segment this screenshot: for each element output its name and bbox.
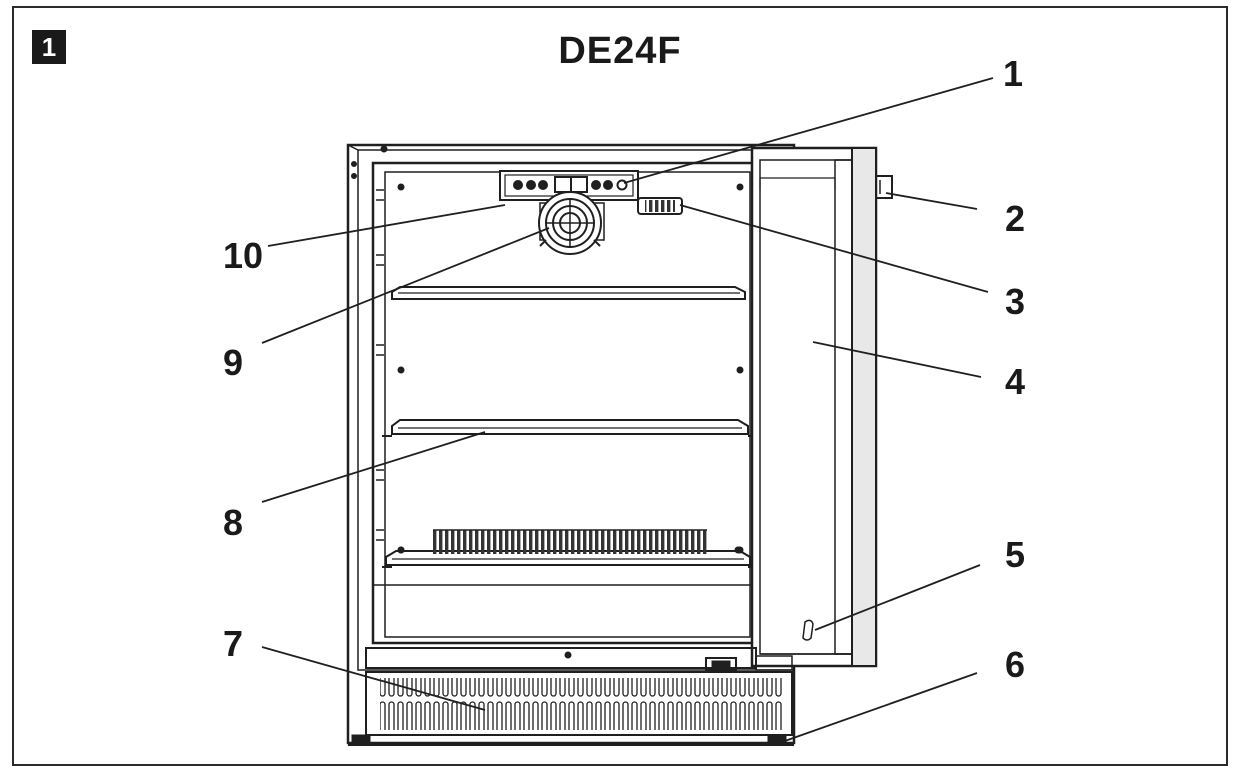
callout-1: 1 [1002, 53, 1024, 94]
leader-3 [679, 204, 989, 293]
leader-2 [885, 192, 978, 210]
callout-10: 10 [222, 235, 264, 276]
leader-10 [267, 204, 506, 247]
leader-8 [261, 431, 486, 503]
callout-6: 6 [1004, 644, 1026, 685]
callout-7: 7 [222, 623, 244, 664]
callout-5: 5 [1004, 534, 1026, 575]
glass-door [750, 146, 893, 668]
wire-shelves [382, 286, 758, 568]
callout-4: 4 [1004, 361, 1026, 402]
callout-9: 9 [222, 342, 244, 383]
model-title: DE24F [558, 30, 682, 72]
leader-6 [781, 672, 978, 743]
leader-7 [261, 646, 486, 711]
fan [538, 191, 605, 255]
callout-3: 3 [1004, 281, 1026, 322]
kick-plate [365, 647, 793, 736]
leader-9 [261, 227, 550, 344]
figure-frame [12, 6, 1228, 766]
figure-number-badge: 1 [32, 30, 66, 64]
leader-1 [623, 77, 994, 184]
interior-light [637, 197, 683, 215]
leader-5 [814, 564, 981, 631]
callout-2: 2 [1004, 198, 1026, 239]
leveling-feet [348, 734, 794, 746]
callout-8: 8 [222, 502, 244, 543]
callout-leader-lines [261, 77, 994, 743]
evaporator-coil [433, 529, 707, 554]
leader-4 [812, 341, 982, 378]
